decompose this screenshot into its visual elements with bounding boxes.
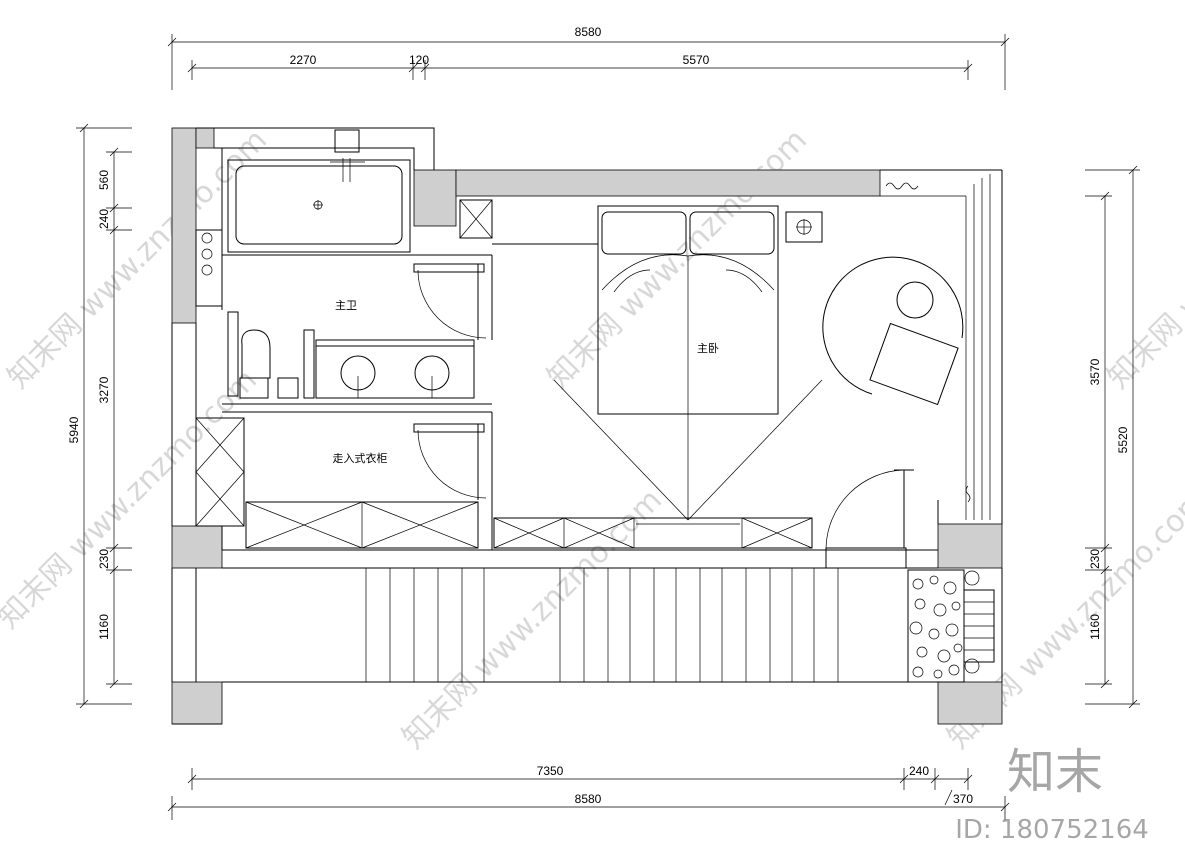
dim-right-seg-1: 3570	[1088, 358, 1102, 385]
wall-top-bedroom	[455, 169, 881, 197]
round-rug	[822, 256, 964, 395]
pillow-right	[689, 211, 775, 255]
balcony	[365, 568, 995, 683]
dim-bottom-small: 370	[953, 792, 973, 806]
watermark-text-4: 知末网 www.znzmo.com	[396, 483, 669, 756]
dim-right-seg-3: 1160	[1088, 614, 1102, 640]
bottom-dimensions: 7350 240 8580 370	[167, 764, 1010, 820]
wall-left-upper	[171, 127, 197, 324]
pillow-left	[601, 211, 687, 255]
dim-bottom-total: 8580	[575, 792, 602, 806]
master-bath: 主卫	[195, 129, 493, 413]
vanity-counter	[315, 345, 475, 399]
dim-left-seg-2: 240	[97, 209, 111, 229]
brand-id-text: ID: 180752164	[955, 815, 1149, 845]
dim-left-seg-1: 560	[97, 170, 111, 190]
column-left-bottom	[171, 681, 223, 725]
bathtub	[227, 159, 411, 253]
dim-left-seg-4: 230	[97, 549, 111, 569]
dim-top-seg-3: 5570	[683, 53, 710, 67]
dim-right-total: 5520	[1116, 426, 1130, 453]
watermark-text-1: 知末网 www.znzmo.com	[1, 123, 274, 396]
dim-right-seg-2: 230	[1088, 549, 1102, 569]
top-dimensions: 8580 2270 120 5570	[167, 25, 1010, 90]
dim-top-total: 8580	[575, 25, 602, 39]
column-right-mid	[937, 523, 1003, 569]
dim-left-total: 5940	[67, 416, 81, 443]
lounge-chair	[869, 322, 959, 406]
column-right-bottom	[937, 681, 1003, 725]
left-dimensions: 5940 560 240 3270 230 1160	[67, 123, 132, 709]
room-label-master-bedroom: 主卧	[697, 342, 719, 355]
watermark-text-6: 知末网 www.znzmo.com	[1101, 123, 1185, 396]
toilet	[241, 329, 271, 379]
dim-top-seg-1: 2270	[290, 53, 317, 67]
room-label-walk-in-closet: 走入式衣柜	[333, 451, 388, 465]
side-table	[896, 281, 934, 319]
bath-door-swing	[417, 269, 487, 339]
column-left-mid	[171, 525, 223, 569]
dim-left-seg-3: 3270	[97, 376, 111, 403]
master-bedroom: 主卧	[459, 174, 991, 569]
walk-in-closet: 走入式衣柜	[195, 412, 493, 550]
column-top-mid	[413, 169, 457, 227]
room-label-master-bath: 主卫	[335, 299, 357, 312]
dim-left-seg-5: 1160	[97, 614, 111, 640]
dim-bottom-seg-1: 7350	[537, 764, 564, 778]
brand-logo-text: 知末	[1007, 744, 1103, 800]
dim-bottom-seg-2: 240	[909, 764, 929, 778]
right-dimensions: 3570 230 1160 5520	[1085, 165, 1140, 709]
watermark-text-2: 知末网 www.znzmo.com	[541, 123, 814, 396]
walls	[171, 127, 1003, 725]
outline	[171, 127, 1003, 725]
dim-top-seg-2: 120	[409, 53, 429, 67]
brand-watermark: 知末 ID: 180752164	[955, 744, 1149, 845]
bath-door-leaf	[413, 263, 485, 273]
